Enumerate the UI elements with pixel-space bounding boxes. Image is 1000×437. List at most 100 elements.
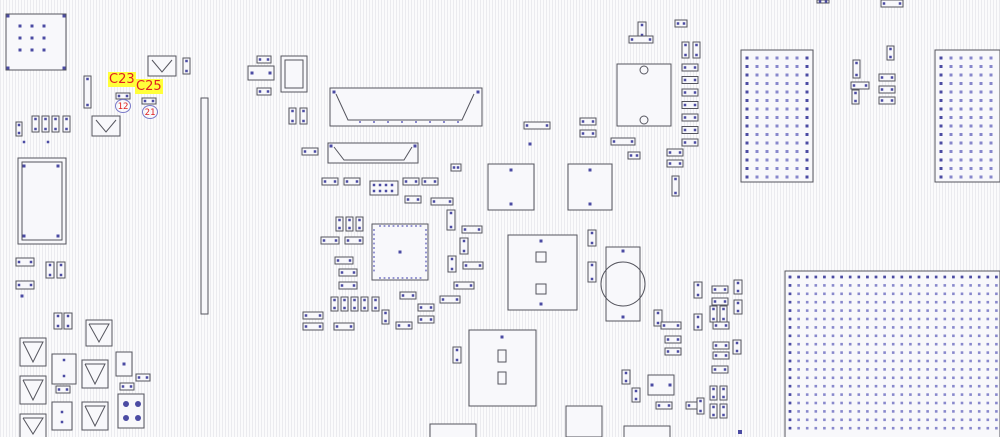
passive-outline: [430, 197, 454, 206]
bga-pad: [874, 326, 878, 329]
pad: [363, 298, 366, 302]
bga-pad: [952, 401, 955, 405]
connector-pad: [775, 65, 779, 68]
bga-pad: [866, 275, 869, 279]
bga-pad: [797, 326, 800, 329]
bga-pad: [969, 426, 972, 430]
bga-pad: [866, 284, 869, 287]
pad: [338, 218, 341, 222]
passive-outline: [852, 59, 861, 79]
bga-pad: [960, 275, 964, 279]
qfn-pin: [419, 225, 422, 227]
pad: [358, 239, 362, 242]
passive-outline: [711, 285, 729, 294]
passive-outline: [681, 113, 699, 122]
bga-pad: [909, 300, 912, 304]
passive-outline: [660, 321, 682, 330]
pad: [384, 189, 388, 193]
bga-pad: [977, 334, 981, 338]
pad: [448, 200, 452, 203]
pad: [588, 202, 592, 206]
qfn-pin: [401, 225, 404, 227]
connector-pad: [745, 90, 749, 94]
pad: [34, 127, 37, 131]
pad: [57, 388, 61, 391]
connector-pad: [765, 116, 769, 119]
pad: [29, 260, 33, 264]
connector-pad: [795, 141, 799, 145]
qfn-pin: [373, 269, 375, 272]
passive-outline: [610, 137, 636, 146]
bga-pad: [909, 426, 912, 430]
bga-pad: [934, 410, 938, 413]
bga-pad: [943, 292, 947, 296]
connector-pad: [785, 107, 789, 111]
pad: [343, 306, 346, 310]
pad: [135, 415, 141, 421]
bga-pad: [943, 410, 947, 413]
bga-pad: [926, 384, 929, 388]
bga-pad: [926, 342, 929, 346]
pad: [62, 66, 66, 70]
bga-pad: [952, 275, 955, 279]
bga-pad: [857, 359, 861, 363]
pad: [65, 127, 68, 131]
ic-pad: [18, 36, 22, 40]
bga-pad: [788, 342, 792, 346]
bga-pad: [995, 410, 998, 413]
bga-pad: [788, 426, 792, 430]
bga-pad: [831, 426, 835, 430]
pad: [621, 249, 625, 253]
pad: [145, 376, 149, 379]
connector-pad: [939, 150, 943, 153]
bga-pad: [960, 317, 964, 321]
bga-pad: [969, 326, 972, 329]
pad: [20, 294, 24, 298]
connector-pad: [755, 107, 759, 111]
bga-pad: [831, 317, 835, 321]
pad: [250, 71, 254, 75]
passive-outline: [693, 313, 703, 331]
qfn-pin: [425, 238, 427, 240]
ic-pad: [30, 48, 34, 52]
qfn-pin: [373, 256, 375, 258]
bga-pad: [788, 359, 792, 363]
bga-pad: [909, 418, 912, 422]
bga-pad: [874, 426, 878, 430]
bga-pad: [900, 317, 904, 321]
connector-pad: [785, 175, 789, 179]
connector-pad: [959, 107, 963, 111]
bga-pad: [977, 317, 981, 321]
connector-pad: [989, 133, 993, 136]
ic-pad: [42, 36, 46, 40]
bga-pad: [969, 284, 972, 287]
connector-pad: [805, 90, 809, 94]
pad: [684, 53, 687, 57]
bga-pad: [977, 300, 981, 304]
bga-pad: [969, 418, 972, 422]
connector-pad: [989, 56, 993, 60]
pad: [384, 311, 387, 315]
ref-label-c23: C23: [108, 72, 136, 87]
passive-outline: [381, 309, 390, 325]
pad: [668, 162, 672, 165]
bga-pad: [995, 334, 998, 338]
bga-pad: [969, 317, 972, 321]
bga-pad: [926, 418, 929, 422]
pad: [17, 260, 21, 264]
pad: [656, 321, 660, 325]
pad: [66, 314, 70, 318]
bga-pad: [883, 359, 886, 363]
qfn-pin: [406, 225, 408, 227]
connector-pad: [785, 99, 789, 102]
pad: [634, 389, 638, 393]
connector-pad: [765, 82, 769, 85]
pad: [348, 218, 351, 222]
pad: [693, 91, 697, 94]
bga-pad: [831, 410, 835, 413]
pad: [358, 218, 361, 222]
pad: [266, 90, 270, 93]
pad: [693, 116, 697, 119]
pad: [683, 78, 687, 82]
pad: [129, 385, 133, 388]
